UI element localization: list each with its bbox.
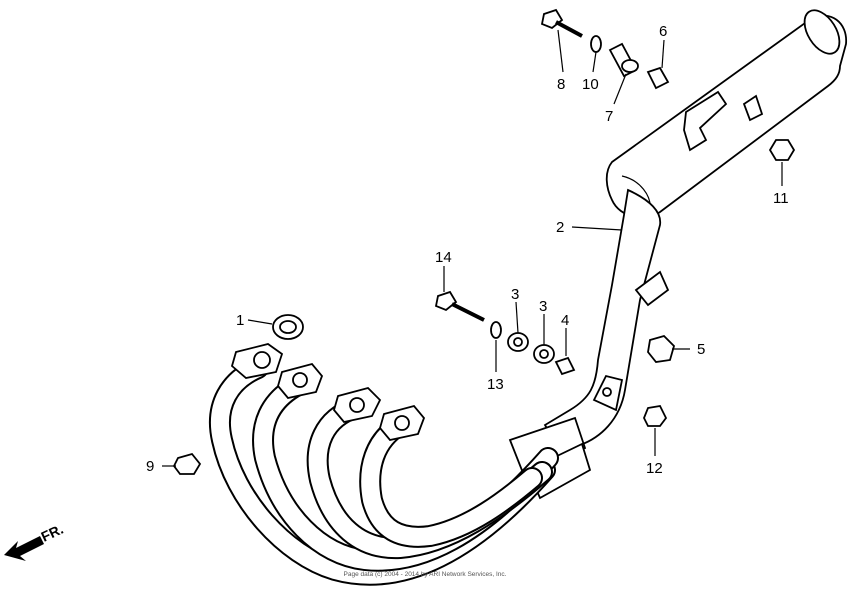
callout-9: 9: [146, 458, 154, 475]
washer-10: [590, 35, 602, 53]
callout-10: 10: [582, 76, 599, 93]
callout-14: 14: [435, 249, 452, 266]
callout-13: 13: [487, 376, 504, 393]
rubber-mount-3a: [507, 332, 529, 352]
callout-11: 11: [773, 190, 789, 207]
bolt-9: [172, 452, 202, 475]
header-pipes: [208, 343, 559, 586]
gasket-1: [272, 314, 304, 340]
washer-13: [490, 321, 502, 339]
leader-lines: [162, 29, 783, 467]
callout-6: 6: [659, 23, 667, 40]
rubber-mount-7: [608, 42, 639, 78]
collar-4: [554, 356, 576, 376]
connecting-pipe: [508, 188, 670, 500]
nut-11: [768, 139, 796, 161]
bolt-14: [434, 290, 485, 322]
copyright-notice: Page data (c) 2004 - 2014 by ARI Network…: [344, 571, 507, 578]
callout-5: 5: [697, 341, 705, 358]
front-direction-indicator: FR.: [4, 521, 66, 561]
callout-3a: 3: [511, 286, 519, 303]
callout-12: 12: [646, 460, 663, 477]
callout-3b: 3: [539, 298, 547, 315]
callout-8: 8: [557, 76, 565, 93]
collar-6: [646, 66, 670, 90]
nut-12: [643, 405, 668, 427]
callout-1: 1: [236, 312, 244, 329]
callout-labels: 1 2 3 3 4 5 6 7 8 9 10 11 12 13 14: [146, 23, 789, 477]
callout-2: 2: [556, 219, 564, 236]
rubber-mount-3b: [533, 344, 555, 364]
muffler: [605, 9, 847, 219]
callout-7: 7: [605, 108, 613, 125]
nut-5: [647, 334, 676, 363]
arrow-left-icon: [4, 536, 44, 561]
callout-4: 4: [561, 312, 569, 329]
front-label: FR.: [39, 521, 66, 545]
bolt-8: [540, 8, 583, 38]
